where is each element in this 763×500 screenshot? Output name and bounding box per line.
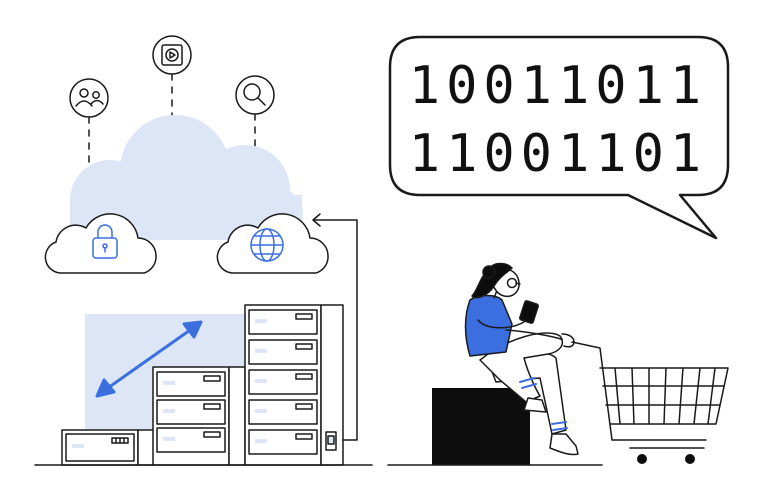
server-tall: [244, 304, 344, 466]
server-small: [61, 429, 155, 466]
shopper-person: [464, 262, 579, 456]
lock-icon: [92, 224, 118, 259]
server-medium: [152, 366, 246, 466]
speech-bubble: [388, 35, 730, 240]
globe-icon: [250, 228, 284, 262]
globe-cloud: [216, 213, 329, 274]
shopping-cart-icon: [571, 341, 729, 464]
connector-arrow: [312, 213, 358, 441]
play-icon: [152, 35, 192, 75]
users-icon: [69, 78, 109, 118]
search-icon: [235, 75, 275, 115]
binary-line-2: 11001101: [408, 124, 708, 184]
sitting-block: [432, 388, 530, 465]
lock-cloud: [44, 213, 157, 274]
transfer-arrow: [95, 320, 203, 398]
binary-line-1: 10011011: [408, 56, 708, 116]
